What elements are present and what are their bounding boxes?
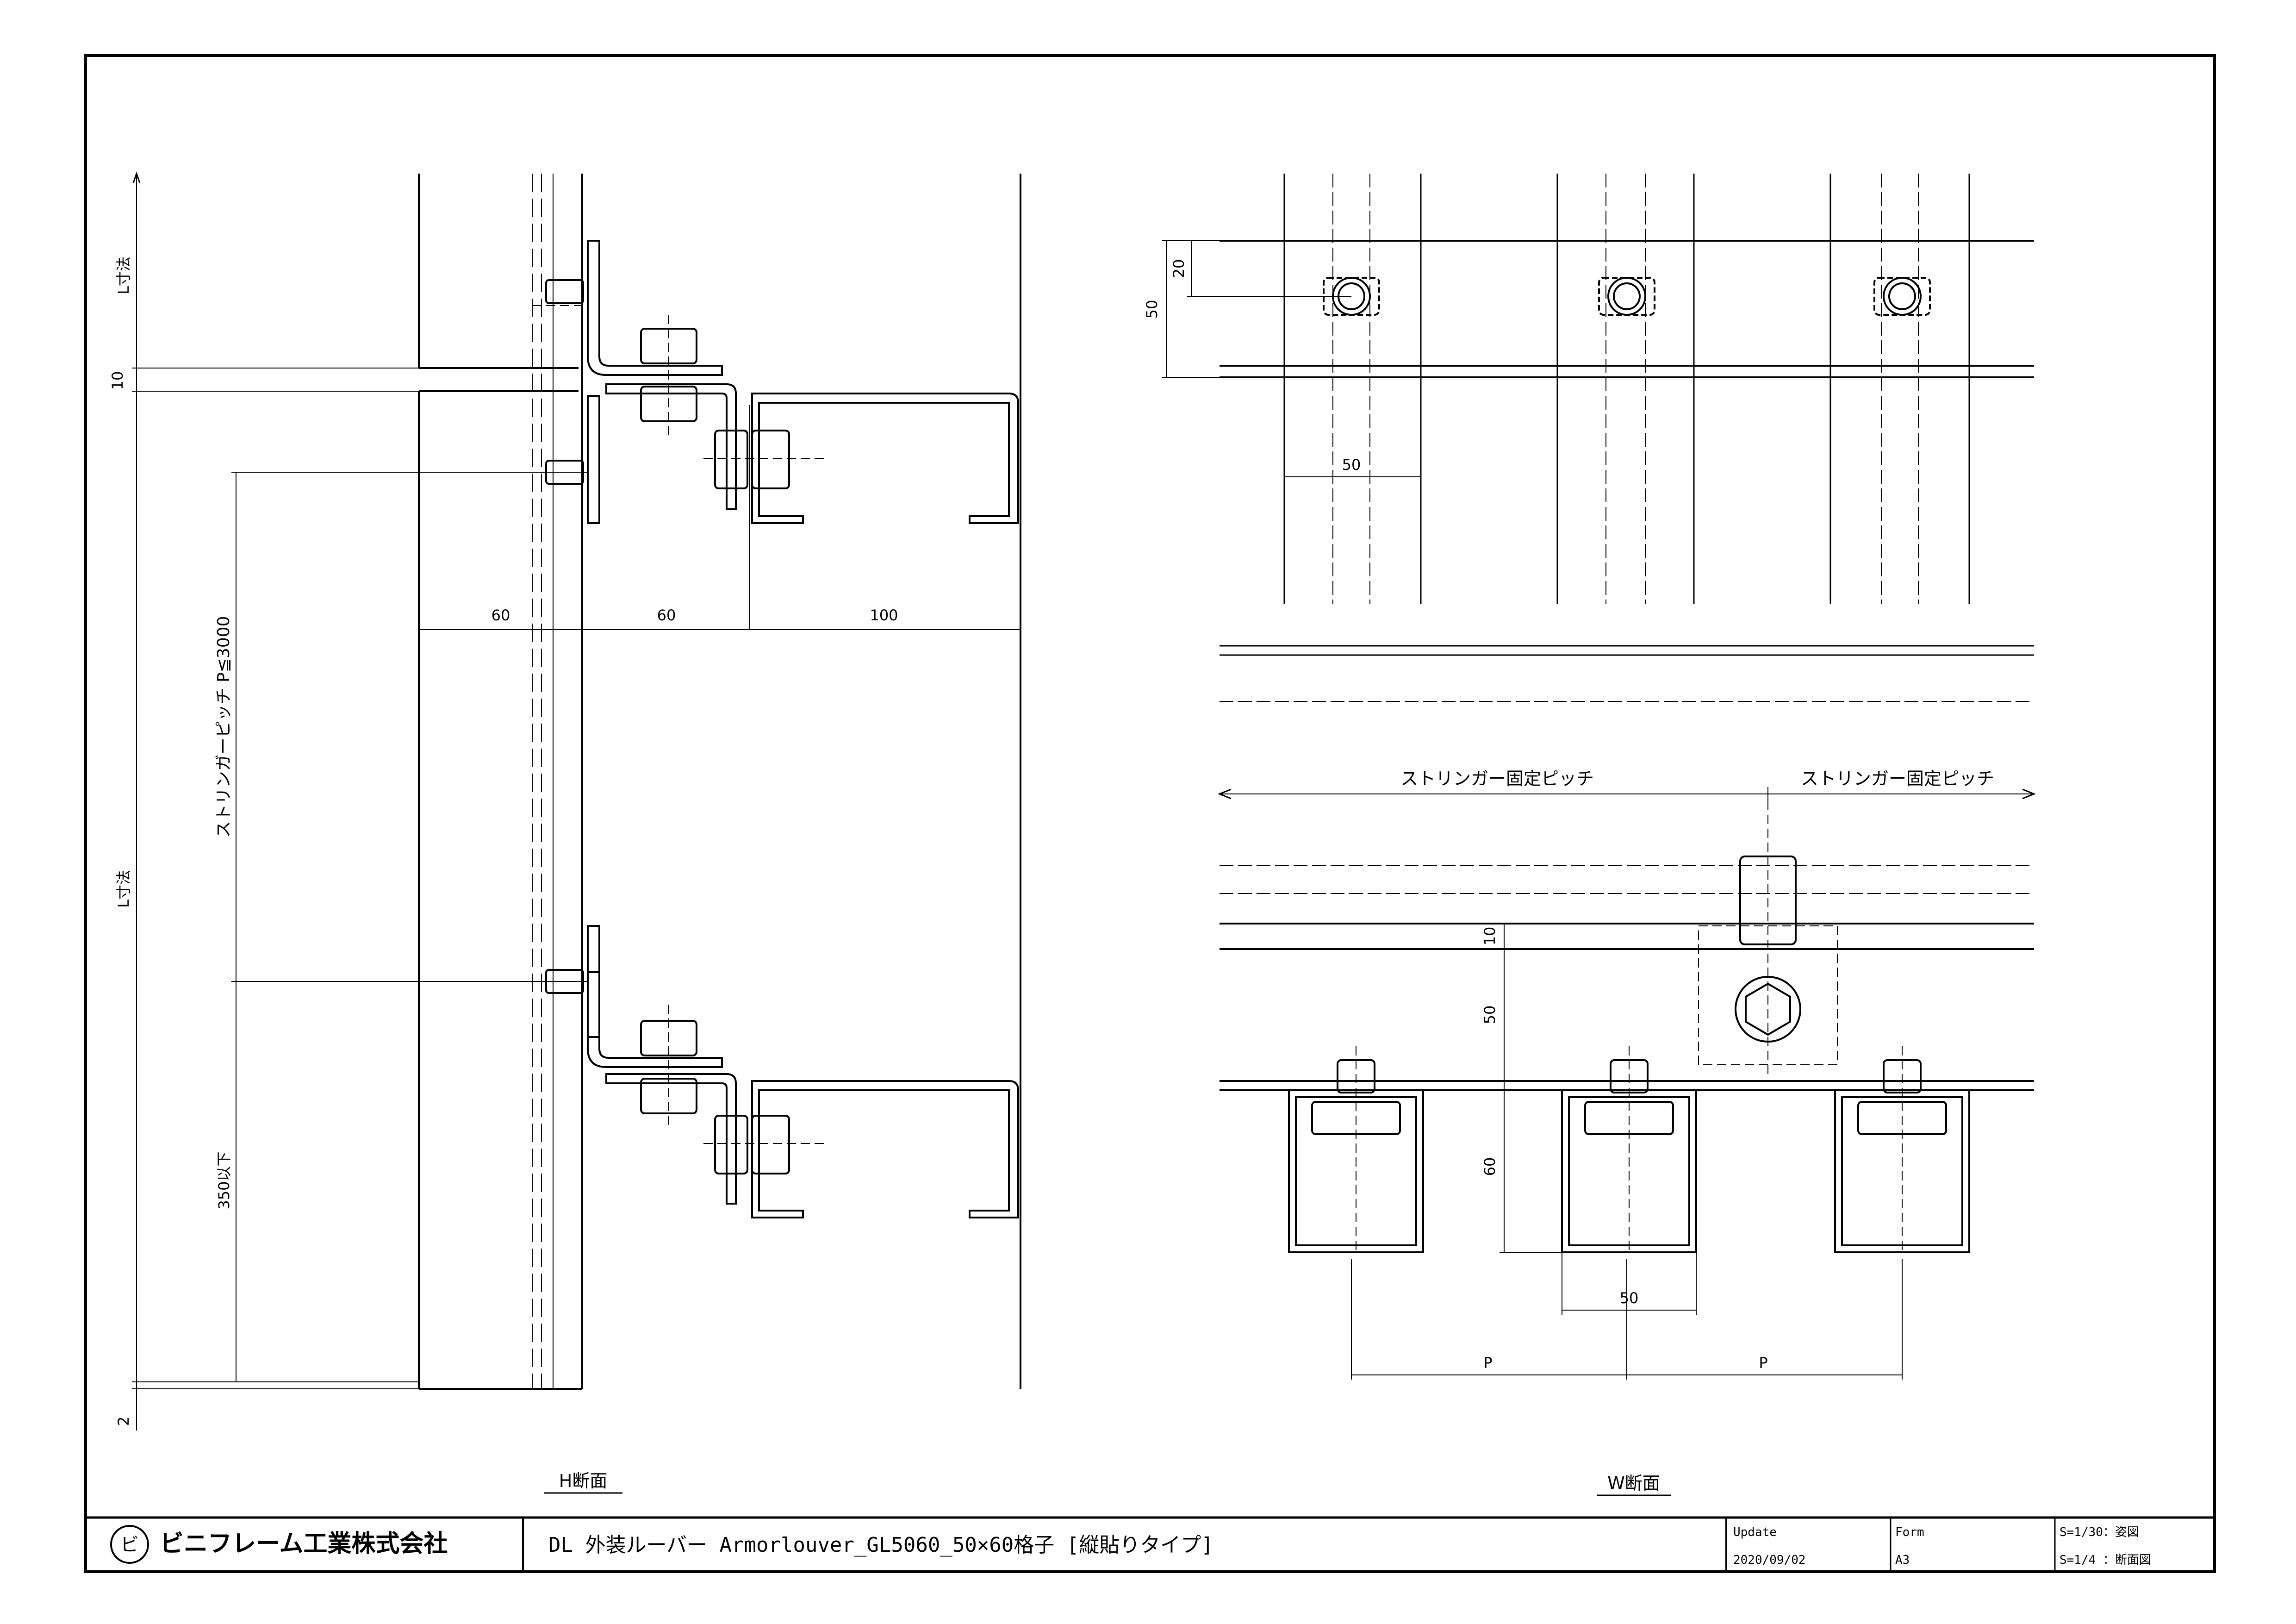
- w-section-caption: W断面: [1607, 1473, 1660, 1493]
- dim-20: 20: [1170, 259, 1188, 278]
- dim-pitch-h: ストリンガーピッチ P≦3000: [214, 616, 233, 838]
- dim-50-bottom: 50: [1620, 1289, 1639, 1307]
- dim-100: 100: [870, 606, 898, 624]
- drawing-title: DL 外装ルーバー Armorlouver_GL5060_50×60格子 [縦貼…: [548, 1533, 1213, 1557]
- w-section-dimensions: [1162, 240, 2036, 1380]
- h-section-view: [418, 174, 1021, 1390]
- company-logo: [110, 1525, 149, 1564]
- dim-p1: P: [1483, 1354, 1492, 1372]
- update-value: 2020/09/02: [1733, 1553, 1806, 1567]
- dim-two: 2: [115, 1417, 132, 1426]
- title-block: [86, 1516, 2215, 1572]
- company-logo-mark: ビ: [120, 1534, 139, 1555]
- form-label: Form: [1895, 1525, 1924, 1539]
- dim-pitch-left: ストリンガー固定ピッチ: [1400, 768, 1594, 789]
- scale-section: S=1/4 ：断面図: [2060, 1553, 2151, 1567]
- dim-l-top: L寸法: [115, 256, 132, 294]
- dim-50-v: 50: [1143, 300, 1161, 319]
- dim-60-w: 60: [1481, 1157, 1499, 1176]
- company-name: ビニフレーム工業株式会社: [160, 1530, 448, 1558]
- w-section-view: [1220, 174, 2034, 1253]
- form-value: A3: [1895, 1553, 1910, 1567]
- sheet-frame: [84, 54, 2216, 1573]
- update-label: Update: [1733, 1525, 1777, 1539]
- scale-elevation: S=1/30：姿図: [2060, 1525, 2139, 1539]
- dim-ten-h: 10: [109, 371, 126, 390]
- h-section-caption: H断面: [559, 1471, 608, 1491]
- dim-l-mid: L寸法: [115, 870, 132, 908]
- dim-50-mid: 50: [1481, 1006, 1499, 1024]
- dim-p2: P: [1759, 1354, 1767, 1372]
- dim-60a: 60: [492, 606, 510, 624]
- dim-pitch-right: ストリンガー固定ピッチ: [1801, 768, 1994, 789]
- dim-10-w: 10: [1481, 927, 1499, 946]
- dim-50-h: 50: [1342, 456, 1361, 474]
- h-section-dimensions: [132, 171, 1021, 1430]
- dim-350: 350以下: [215, 1151, 233, 1209]
- dim-60b: 60: [657, 606, 676, 624]
